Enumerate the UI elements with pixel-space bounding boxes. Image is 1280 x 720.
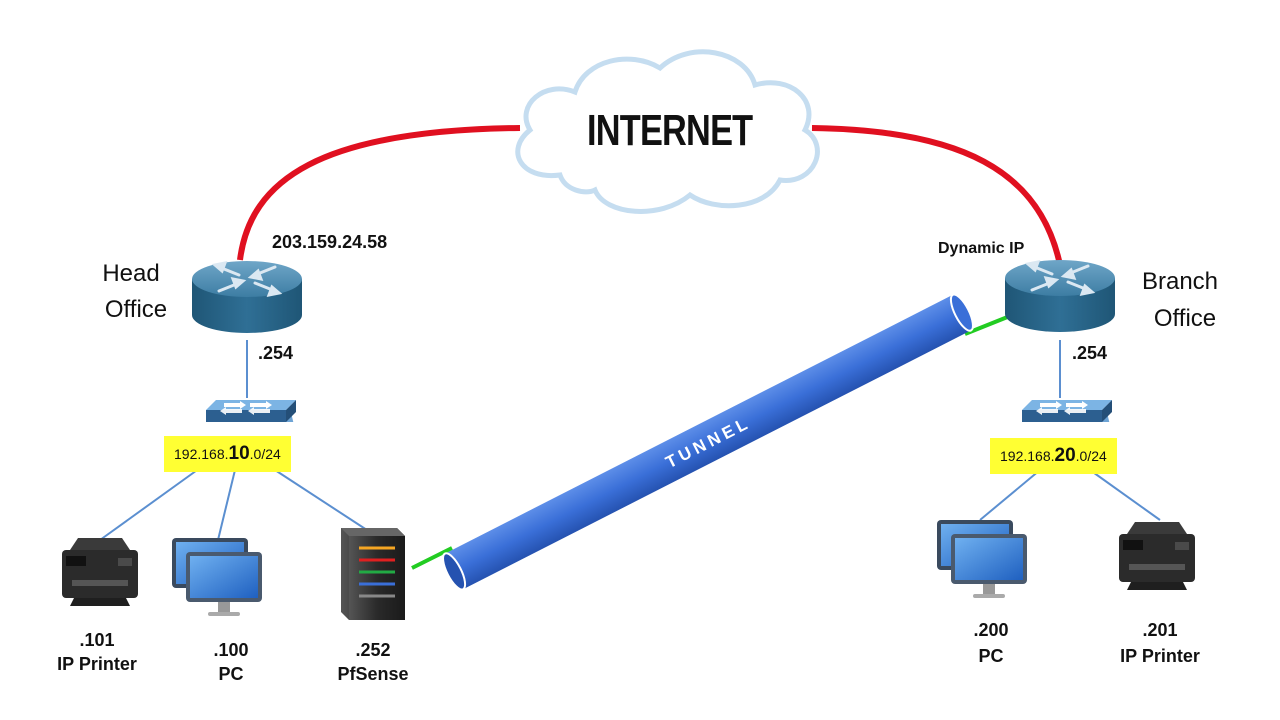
branch-subnet-suffix: .0/24	[1075, 448, 1107, 464]
branch-office-wan-ip: Dynamic IP	[938, 240, 1025, 257]
tunnel-to-branch-router-link	[964, 314, 1011, 336]
head-office-name-line2: Office	[104, 296, 168, 323]
branch-office-pc-icon	[937, 520, 1027, 598]
head-office-wan-link	[237, 125, 521, 261]
head-pc-ip: .100	[213, 640, 249, 660]
branch-office-name-line1: Branch	[1141, 268, 1219, 295]
branch-printer-name: IP Printer	[1120, 646, 1200, 666]
branch-office-switch-icon	[1019, 400, 1113, 422]
branch-pc-name: PC	[978, 646, 1004, 666]
head-printer-ip: .101	[79, 630, 115, 650]
branch-office-name-line2: Office	[1153, 305, 1217, 332]
branch-switch-to-printer-link	[1089, 469, 1161, 521]
head-office-pc-icon	[172, 538, 262, 616]
head-pc-name: PC	[218, 664, 244, 684]
branch-subnet-prefix: 192.168.	[1000, 448, 1055, 464]
head-switch-to-pc-link	[217, 469, 236, 541]
head-subnet-prefix: 192.168.	[174, 446, 229, 462]
pfsense-server-icon	[341, 528, 405, 620]
head-office-switch-icon	[203, 400, 297, 422]
pfsense-name: PfSense	[337, 664, 409, 684]
head-switch-to-printer-link	[99, 467, 201, 541]
head-switch-to-pfsense-link	[274, 469, 371, 533]
branch-printer-ip: .201	[1142, 620, 1178, 640]
head-office-router-icon	[190, 259, 304, 335]
branch-switch-to-pc-link	[979, 469, 1041, 521]
pfsense-ip: .252	[355, 640, 391, 660]
head-office-name-line1: Head	[102, 260, 160, 287]
head-office-printer-icon	[62, 538, 138, 606]
branch-office-router-icon	[1003, 258, 1117, 334]
head-subnet-suffix: .0/24	[249, 446, 281, 462]
head-office-gateway-ip: .254	[258, 343, 294, 363]
branch-office-printer-icon	[1119, 522, 1195, 590]
head-printer-name: IP Printer	[57, 654, 137, 674]
branch-office-wan-link	[811, 125, 1063, 266]
pfsense-to-tunnel-link	[411, 546, 453, 570]
head-subnet-octet: 10	[228, 443, 250, 464]
branch-pc-ip: .200	[973, 620, 1009, 640]
branch-subnet-octet: 20	[1054, 445, 1076, 466]
head-office-wan-ip: 203.159.24.58	[272, 232, 388, 252]
internet-label: INTERNET	[587, 106, 753, 155]
branch-office-gateway-ip: .254	[1072, 343, 1108, 363]
branch-office-subnet-label: 192.168.20.0/24	[990, 438, 1117, 474]
vpn-tunnel-icon: TUNNEL	[442, 293, 974, 591]
internet-cloud-icon	[515, 49, 820, 214]
head-office-subnet-label: 192.168.10.0/24	[164, 436, 291, 472]
